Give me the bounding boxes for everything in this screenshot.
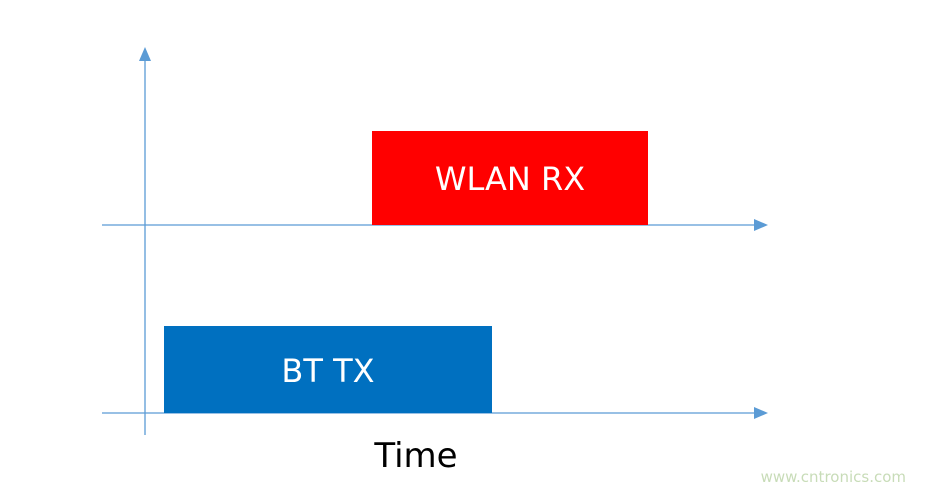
wlan-rx-label: WLAN RX	[435, 160, 585, 198]
wlan-rx-block	[372, 131, 648, 225]
bt-time-axis-arrow-icon	[754, 407, 768, 419]
vertical-axis-arrow-icon	[139, 47, 151, 61]
wlan-time-axis-arrow-icon	[754, 219, 768, 231]
watermark-text: www.cntronics.com	[761, 468, 906, 486]
bt-tx-label: BT TX	[281, 352, 374, 390]
bt-tx-block	[164, 326, 492, 413]
time-axis-label: Time	[373, 436, 457, 476]
